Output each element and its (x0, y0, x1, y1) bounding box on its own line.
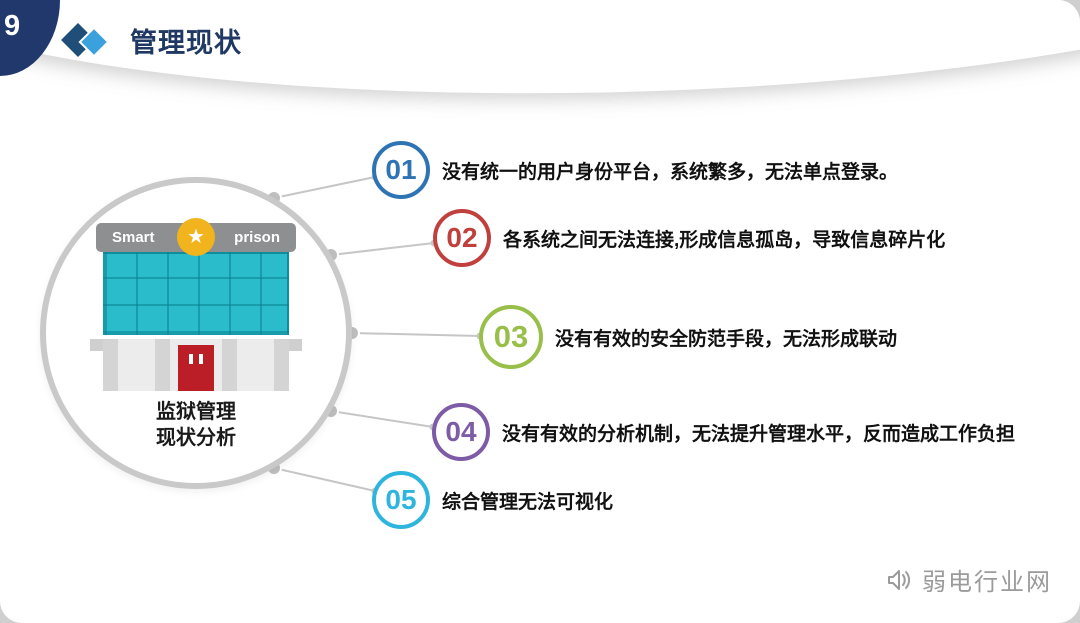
point-item-05: 05 综合管理无法可视化 (372, 471, 613, 529)
point-item-04: 04 没有有效的分析机制，无法提升管理水平，反而造成工作负担 (432, 403, 1015, 461)
watermark-text: 弱电行业网 (922, 569, 1052, 596)
point-item-03: 03 没有有效的安全防范手段，无法形成联动 (479, 305, 897, 369)
building-windows (103, 252, 289, 335)
central-circle: Smart prison ★ 监狱管理 现状分析 (40, 177, 352, 489)
pillar (222, 339, 237, 391)
building-sign: Smart prison ★ (96, 218, 296, 256)
pillar (155, 339, 170, 391)
caption-line-2: 现状分析 (156, 427, 236, 449)
ground-tick-right (289, 339, 302, 351)
point-text: 没有有效的分析机制，无法提升管理水平，反而造成工作负担 (502, 423, 1016, 445)
point-text: 综合管理无法可视化 (442, 491, 614, 513)
pillar (274, 339, 289, 391)
ground-tick-left (90, 339, 103, 351)
sign-text-left: Smart (112, 229, 155, 246)
point-number-badge: 05 (372, 471, 430, 529)
sign-text-right: prison (234, 229, 280, 246)
slide-header: 管理现状 (60, 18, 242, 62)
speaker-icon (888, 569, 910, 590)
star-icon: ★ (177, 218, 215, 256)
page-title: 管理现状 (130, 27, 242, 58)
point-text: 没有统一的用户身份平台，系统繁多，无法单点登录。 (442, 161, 899, 183)
point-number-badge: 02 (433, 209, 491, 267)
building-door (178, 345, 214, 391)
central-caption: 监狱管理 现状分析 (46, 399, 346, 451)
point-number-badge: 01 (372, 141, 430, 199)
point-item-02: 02 各系统之间无法连接,形成信息孤岛，导致信息碎片化 (433, 209, 945, 267)
title-bullet (60, 18, 112, 62)
watermark: 弱电行业网 (884, 562, 1052, 597)
point-number-badge: 03 (479, 305, 543, 369)
pillar (103, 339, 118, 391)
caption-line-1: 监狱管理 (156, 401, 236, 423)
point-text: 各系统之间无法连接,形成信息孤岛，导致信息碎片化 (503, 229, 946, 251)
point-text: 没有有效的安全防范手段，无法形成联动 (555, 328, 898, 350)
page-number: 9 (4, 10, 21, 42)
building-storefront (90, 339, 302, 391)
point-item-01: 01 没有统一的用户身份平台，系统繁多，无法单点登录。 (372, 141, 898, 199)
point-number-badge: 04 (432, 403, 490, 461)
